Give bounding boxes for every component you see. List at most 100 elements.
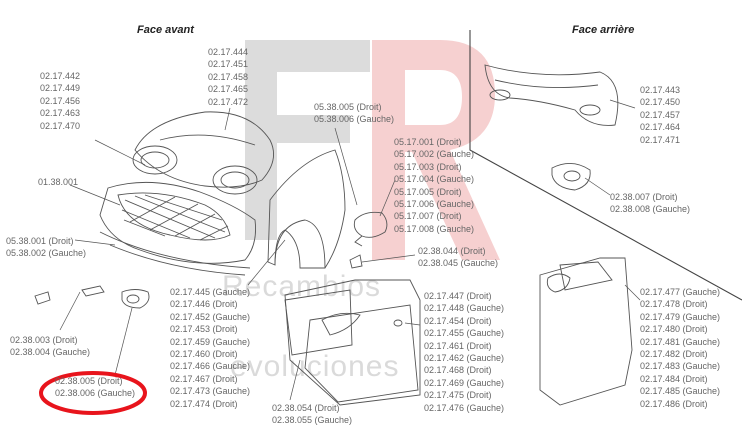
part-number[interactable]: 02.17.467 (Droit) — [170, 373, 238, 384]
part-number[interactable]: 02.17.477 (Gauche) — [640, 287, 721, 297]
leader-door-front — [404, 322, 421, 326]
part-number[interactable]: 05.17.005 (Droit) — [394, 186, 462, 197]
part-number[interactable]: 05.17.006 (Gauche) — [394, 198, 475, 209]
part-number[interactable]: 02.38.004 (Gauche) — [10, 347, 91, 358]
part-number[interactable]: 02.38.006 (Gauche) — [55, 388, 136, 399]
part-number[interactable]: 02.17.445 (Gauche) — [170, 287, 251, 297]
part-number[interactable]: 05.17.008 (Gauche) — [394, 223, 475, 234]
part-number[interactable]: 02.17.471 — [640, 134, 681, 145]
part-number[interactable]: 02.17.458 — [208, 71, 249, 82]
door-panel-front — [304, 304, 419, 403]
part-number[interactable]: 02.17.475 (Droit) — [424, 390, 492, 401]
part-number[interactable]: 02.17.484 (Droit) — [640, 373, 708, 384]
part-number[interactable]: 02.17.480 (Droit) — [640, 324, 708, 335]
mirror-arm — [354, 235, 363, 247]
fog-bezel — [121, 289, 150, 309]
hood-outline — [134, 111, 275, 188]
rear-bumper-inner — [494, 79, 599, 89]
part-number[interactable]: 02.17.448 (Gauche) — [424, 303, 505, 314]
part-number[interactable]: 02.17.472 — [208, 96, 249, 107]
part-number[interactable]: 02.17.485 (Gauche) — [640, 386, 721, 397]
front-bumper — [99, 181, 256, 264]
part-number[interactable]: 02.17.462 (Gauche) — [424, 352, 505, 363]
divider-line — [469, 30, 742, 301]
part-number[interactable]: 02.17.465 — [208, 84, 249, 95]
part-number[interactable]: 05.17.001 (Droit) — [394, 137, 462, 147]
part-number[interactable]: 02.17.444 — [208, 47, 249, 57]
part-number[interactable]: 02.17.486 (Droit) — [640, 398, 708, 409]
part-number[interactable]: 02.38.003 (Droit) — [10, 335, 78, 345]
part-number[interactable]: 02.17.466 (Gauche) — [170, 361, 251, 372]
rear-fog-right — [579, 104, 601, 116]
part-number[interactable]: 02.17.449 — [40, 83, 81, 94]
part-number[interactable]: 02.17.482 (Droit) — [640, 348, 708, 359]
part-number[interactable]: 05.17.004 (Gauche) — [394, 174, 475, 185]
leader-mirror — [379, 179, 396, 217]
part-number[interactable]: 02.17.451 — [208, 59, 249, 70]
fender-wheel-arch — [274, 219, 326, 269]
part-number[interactable]: 02.17.463 — [40, 108, 81, 119]
leader-mirror-cap — [334, 127, 358, 206]
part-number[interactable]: 02.38.008 (Gauche) — [610, 204, 691, 215]
label-fender-front: 02.17.445 (Gauche) 02.17.446 (Droit) 02.… — [170, 286, 250, 410]
part-number[interactable]: 02.38.007 (Droit) — [610, 192, 678, 202]
part-number[interactable]: 02.17.464 — [640, 122, 681, 133]
part-number[interactable]: 02.17.474 (Droit) — [170, 398, 238, 409]
mirror — [353, 211, 388, 238]
fog-lamp — [126, 294, 140, 304]
part-number[interactable]: 05.38.001 (Droit) — [6, 236, 74, 246]
bumper-strip — [99, 231, 251, 269]
leader-fog-highlight — [114, 307, 133, 376]
part-number[interactable]: 02.17.473 (Gauche) — [170, 386, 251, 397]
front-fender — [267, 149, 346, 269]
grille-mesh-2 — [129, 196, 229, 241]
part-number[interactable]: 02.38.045 (Gauche) — [418, 258, 499, 269]
part-number[interactable]: 02.17.460 (Droit) — [170, 348, 238, 359]
leader-door-trim — [289, 359, 301, 401]
part-number[interactable]: 02.17.461 (Droit) — [424, 340, 492, 351]
part-number[interactable]: 05.17.007 (Droit) — [394, 211, 462, 222]
part-number[interactable]: 02.17.481 (Gauche) — [640, 336, 721, 347]
part-number[interactable]: 02.17.455 (Gauche) — [424, 328, 505, 339]
door-rear-window — [559, 261, 613, 291]
part-number[interactable]: 05.38.002 (Gauche) — [6, 248, 87, 259]
part-number[interactable]: 02.38.054 (Droit) — [272, 403, 340, 413]
part-number[interactable]: 02.17.470 — [40, 120, 81, 131]
part-number[interactable]: 05.38.006 (Gauche) — [314, 114, 395, 125]
part-number[interactable]: 02.38.005 (Droit) — [55, 376, 123, 386]
part-number[interactable]: 02.17.468 (Droit) — [424, 365, 492, 376]
part-number[interactable]: 02.17.453 (Droit) — [170, 324, 238, 335]
part-number[interactable]: 02.17.442 — [40, 71, 81, 81]
label-fog-highlight: 02.38.005 (Droit) 02.38.006 (Gauche) — [55, 375, 135, 400]
part-number[interactable]: 02.17.479 (Gauche) — [640, 311, 721, 322]
bumper-strip-2 — [109, 244, 246, 276]
part-number[interactable]: 02.17.478 (Droit) — [640, 299, 708, 310]
part-number[interactable]: 02.38.055 (Gauche) — [272, 415, 353, 426]
part-number[interactable]: 02.17.450 — [640, 97, 681, 108]
part-number[interactable]: 02.17.476 (Gauche) — [424, 402, 505, 413]
headlamp-right-inner — [220, 171, 250, 189]
part-number[interactable]: 02.17.457 — [640, 109, 681, 120]
part-number[interactable]: 02.17.469 (Gauche) — [424, 377, 505, 388]
part-number[interactable]: 02.17.452 (Gauche) — [170, 311, 251, 322]
fog-part-1 — [34, 291, 51, 305]
label-headlamp: 02.17.442 02.17.449 02.17.456 02.17.463 … — [40, 70, 80, 132]
part-number[interactable]: 02.17.459 (Gauche) — [170, 336, 251, 347]
part-number[interactable]: 02.17.443 — [640, 85, 681, 95]
part-number[interactable]: 02.17.446 (Droit) — [170, 299, 238, 310]
hood-line — [159, 134, 256, 146]
grille — [117, 192, 231, 241]
part-number[interactable]: 02.38.044 (Droit) — [418, 246, 486, 256]
indicator — [349, 254, 363, 269]
part-number[interactable]: 02.17.454 (Droit) — [424, 315, 492, 326]
door-handle-front — [393, 319, 403, 327]
part-number[interactable]: 01.38.001 — [38, 177, 79, 187]
label-bumper-trim: 05.38.001 (Droit) 05.38.002 (Gauche) — [6, 235, 86, 260]
part-number[interactable]: 05.38.005 (Droit) — [314, 102, 382, 112]
part-number[interactable]: 05.17.003 (Droit) — [394, 161, 462, 172]
part-number[interactable]: 02.17.483 (Gauche) — [640, 361, 721, 372]
part-number[interactable]: 02.17.447 (Droit) — [424, 291, 492, 301]
part-number[interactable]: 02.17.456 — [40, 95, 81, 106]
part-number[interactable]: 05.17.002 (Gauche) — [394, 149, 475, 160]
